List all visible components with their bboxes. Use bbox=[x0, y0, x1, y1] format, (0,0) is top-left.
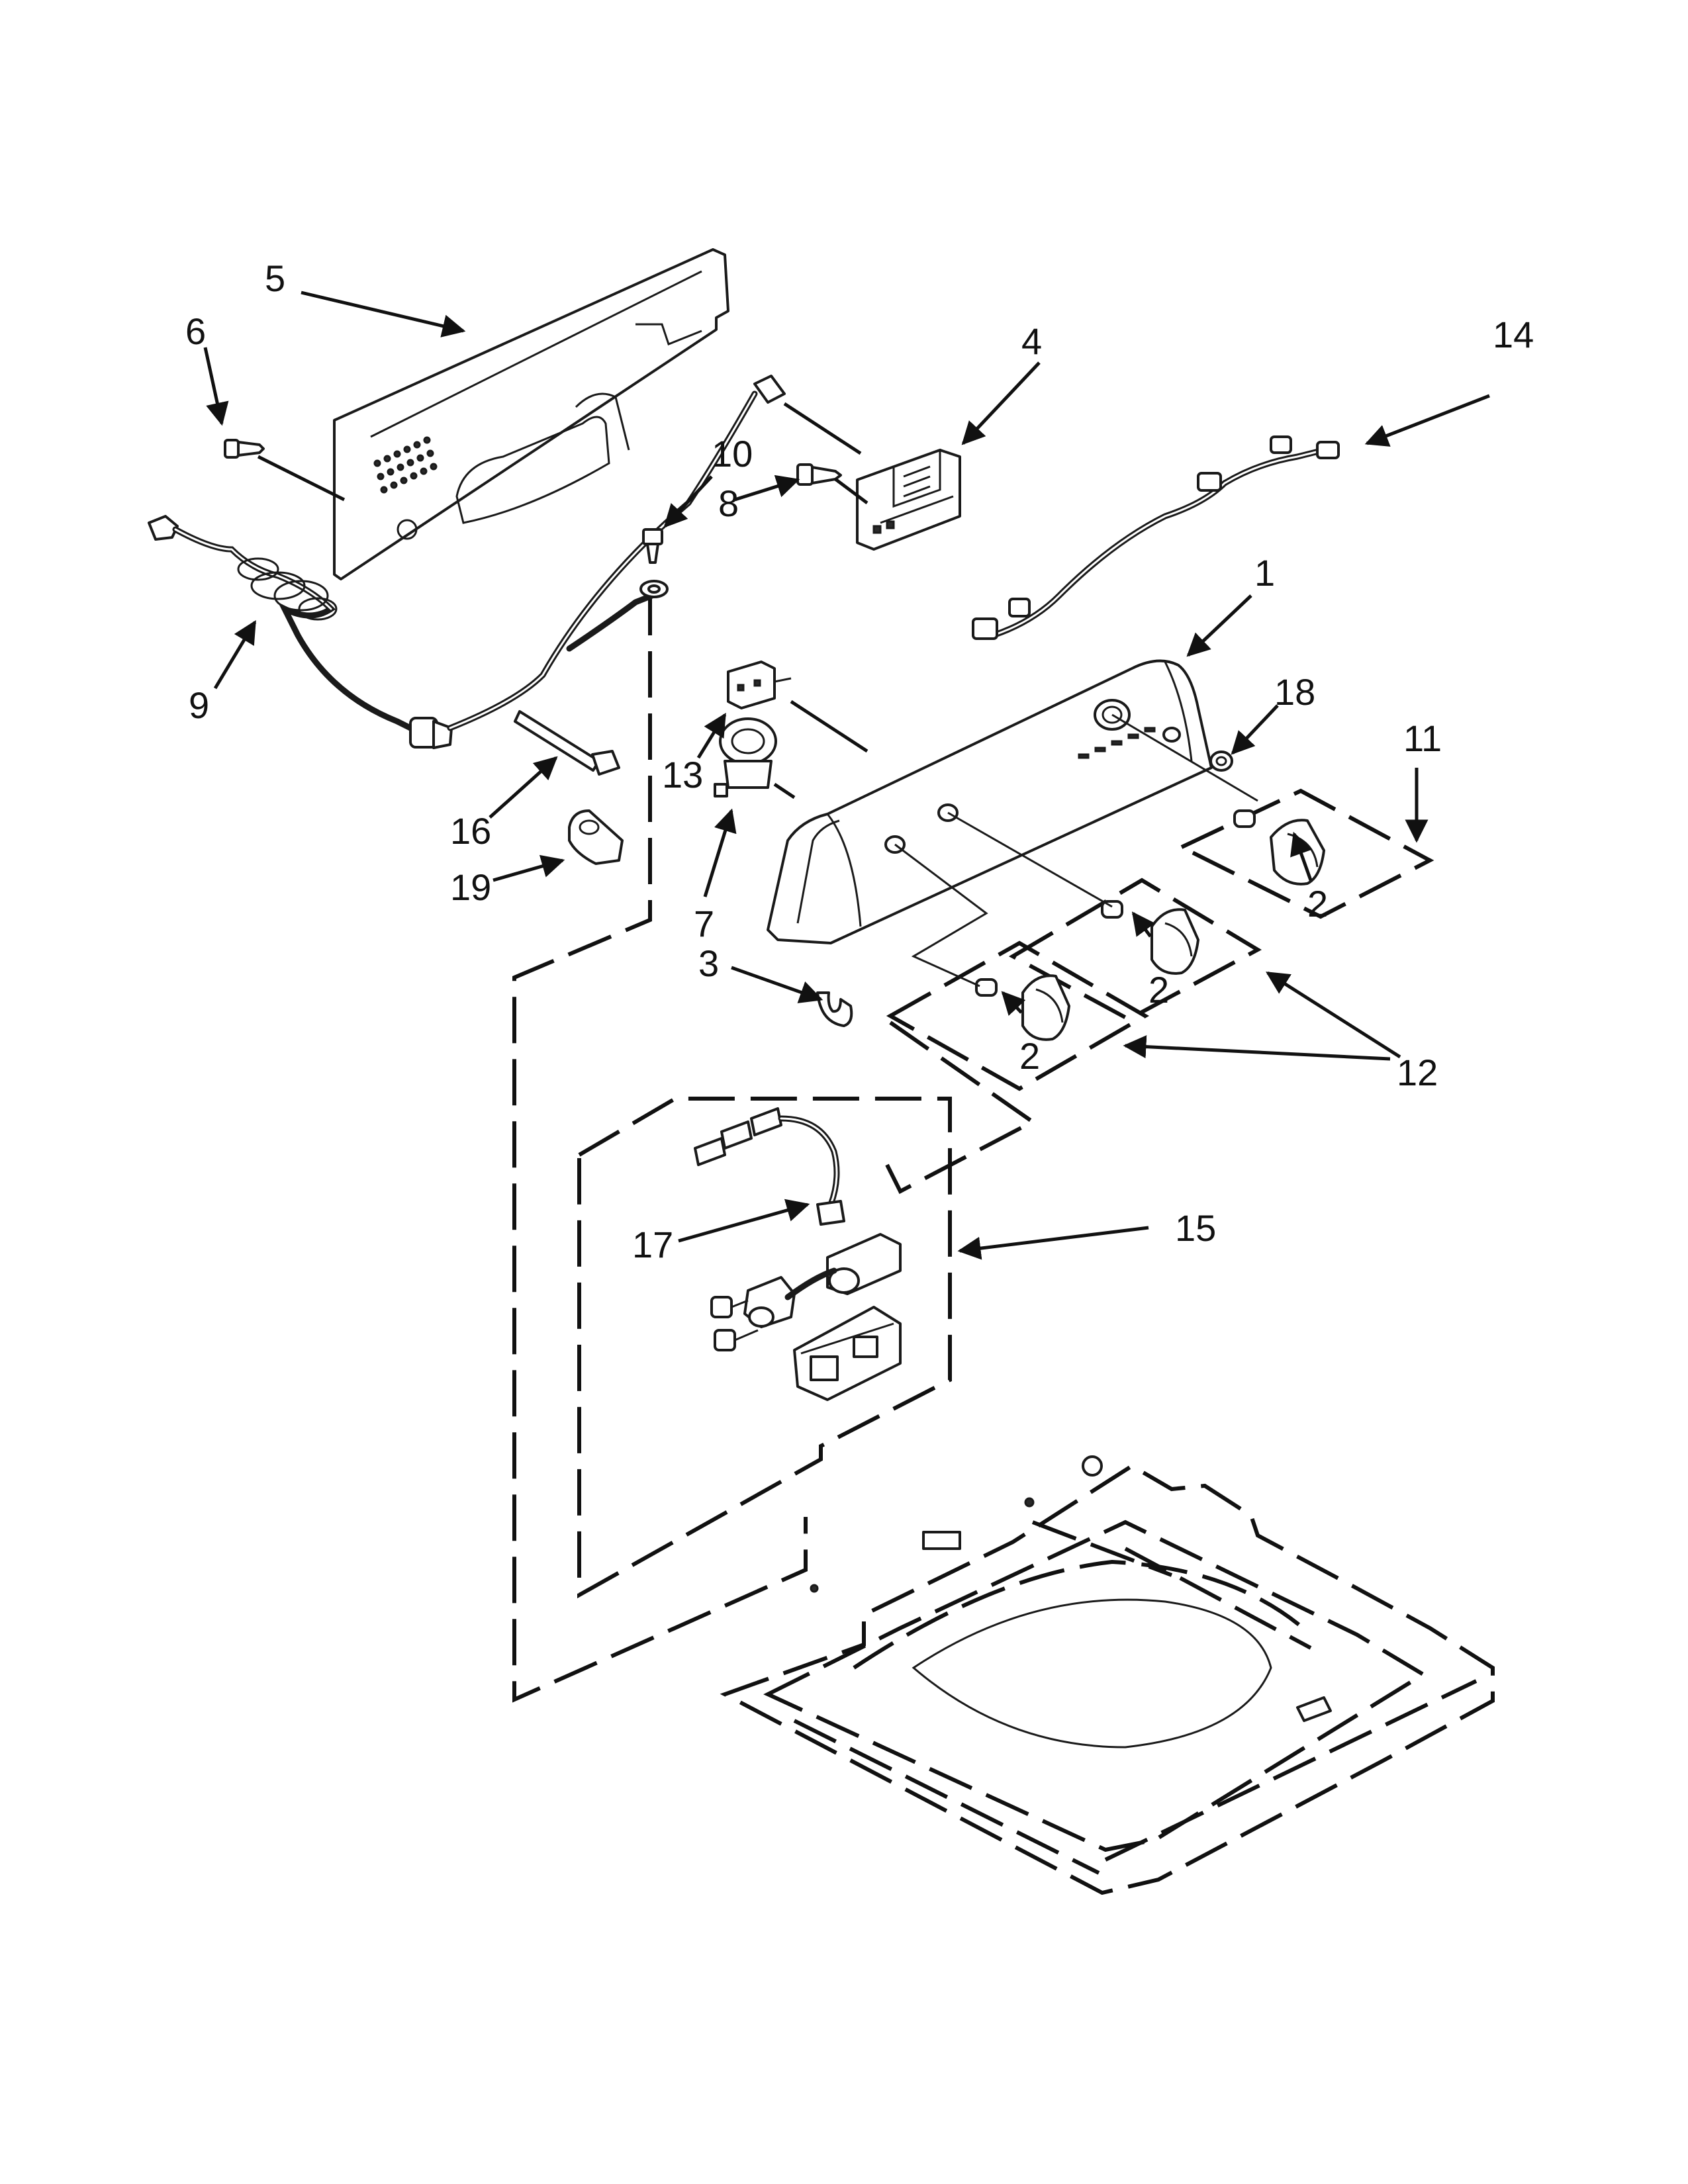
callout-11: 11 bbox=[1403, 717, 1442, 759]
cabinet-top bbox=[720, 1455, 1495, 1895]
part-16-cable-tie bbox=[514, 710, 620, 776]
part-4-control-board bbox=[856, 448, 961, 551]
console-wire-harness bbox=[447, 375, 786, 731]
callout-5: 5 bbox=[265, 257, 285, 299]
callout-2: 2 bbox=[1149, 969, 1169, 1011]
leader-lines bbox=[203, 291, 1490, 1260]
part-12-knob-group-boxes bbox=[885, 878, 1262, 1195]
callout-9: 9 bbox=[189, 684, 209, 726]
part-9-power-cord bbox=[148, 515, 453, 749]
part-10-ground-screw bbox=[639, 528, 669, 598]
part-3-clip bbox=[816, 991, 853, 1027]
callout-4: 4 bbox=[1021, 320, 1042, 362]
callout-15: 15 bbox=[1175, 1207, 1216, 1249]
part-1-console bbox=[767, 659, 1213, 944]
part-13-switch bbox=[727, 660, 792, 709]
callout-19: 19 bbox=[450, 866, 491, 908]
part-18-lens bbox=[1209, 751, 1233, 772]
part-14-wire-harness bbox=[972, 435, 1340, 640]
callout-12: 12 bbox=[1397, 1052, 1438, 1093]
callout-8: 8 bbox=[718, 482, 739, 524]
part-17-valve-harness bbox=[694, 1107, 845, 1226]
water-inlet-valve-assembly bbox=[710, 1233, 902, 1401]
part-5-console-back-panel bbox=[333, 248, 729, 580]
knob-alignment-lines bbox=[894, 713, 1258, 987]
part-15-valve-assembly-box bbox=[577, 1097, 952, 1599]
part-2-knob-left bbox=[975, 974, 1070, 1041]
part-19-clamp bbox=[568, 809, 624, 865]
part-6-screw bbox=[224, 439, 265, 459]
callout-2: 2 bbox=[1307, 883, 1328, 925]
part-7-pressure-switch bbox=[714, 717, 777, 797]
callout-14: 14 bbox=[1493, 314, 1534, 355]
callout-18: 18 bbox=[1274, 671, 1315, 713]
callout-17: 17 bbox=[632, 1224, 673, 1265]
callout-3: 3 bbox=[698, 942, 719, 984]
callout-16: 16 bbox=[450, 810, 491, 852]
callout-2: 2 bbox=[1019, 1035, 1040, 1077]
part-11-knob-group-box bbox=[1177, 788, 1434, 919]
callout-7: 7 bbox=[694, 903, 714, 944]
callout-10: 10 bbox=[712, 433, 753, 475]
callout-13: 13 bbox=[662, 754, 703, 796]
callout-labels: 1 2 2 2 3 4 5 6 7 8 9 10 11 12 13 14 15 … bbox=[185, 257, 1534, 1265]
part-8-screw bbox=[796, 463, 842, 486]
callout-1: 1 bbox=[1254, 552, 1275, 594]
ground-guide-dashed-line bbox=[512, 589, 808, 1703]
part-2-knob-middle bbox=[1101, 900, 1199, 975]
callout-6: 6 bbox=[185, 310, 206, 352]
